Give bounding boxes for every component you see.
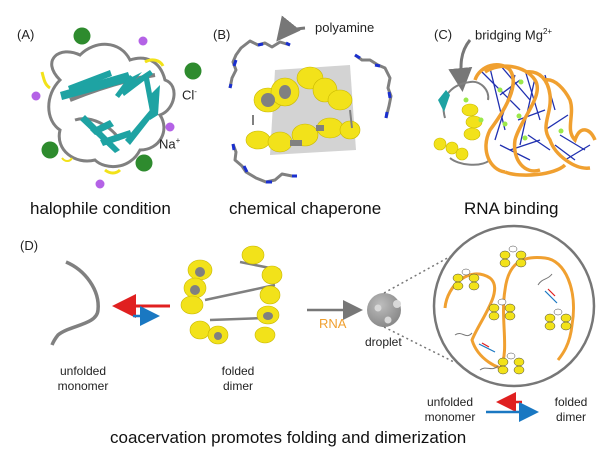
chloride-ions bbox=[41, 27, 202, 172]
folded-dimer bbox=[180, 245, 283, 345]
droplet-label: droplet bbox=[365, 335, 402, 349]
loop-backbone bbox=[47, 42, 176, 169]
legend-folded-label: folded dimer bbox=[554, 395, 588, 424]
rna-label: RNA bbox=[319, 316, 347, 331]
panel-b-caption: chemical chaperone bbox=[229, 199, 382, 218]
droplet-icon bbox=[367, 293, 401, 327]
panel-b-letter: (B) bbox=[213, 27, 231, 42]
panel-c-letter: (C) bbox=[434, 27, 453, 42]
beta-strands bbox=[60, 70, 160, 153]
sodium-ions bbox=[31, 36, 175, 189]
polyamine-chains bbox=[228, 39, 393, 184]
legend-unfolded-label: unfolded monomer bbox=[424, 395, 476, 424]
unfolded-monomer-chain bbox=[50, 260, 100, 346]
panel-c-complex bbox=[433, 39, 597, 177]
chloride-label: Cl- bbox=[182, 87, 197, 103]
panel-d-scheme bbox=[50, 224, 596, 422]
helix-bundle bbox=[245, 65, 361, 155]
panel-d-caption: coacervation promotes folding and dimeri… bbox=[110, 428, 467, 447]
panel-b-protein bbox=[228, 15, 393, 184]
panel-a-protein bbox=[31, 27, 202, 189]
magnesium-ions bbox=[463, 79, 564, 141]
panel-a-letter: (A) bbox=[17, 27, 35, 42]
magnesium-label: bridging Mg2+ bbox=[475, 27, 553, 43]
rna-backbone bbox=[473, 63, 597, 177]
folded-dimer-label: folded dimer bbox=[221, 364, 255, 393]
panel-c-caption: RNA binding bbox=[464, 199, 559, 218]
polyamine-label: polyamine bbox=[315, 20, 375, 35]
panel-d-letter: (D) bbox=[20, 238, 39, 253]
panel-a-caption: halophile condition bbox=[30, 199, 171, 218]
unfolded-monomer-label: unfolded monomer bbox=[57, 364, 109, 393]
sodium-label: Na+ bbox=[159, 136, 181, 152]
